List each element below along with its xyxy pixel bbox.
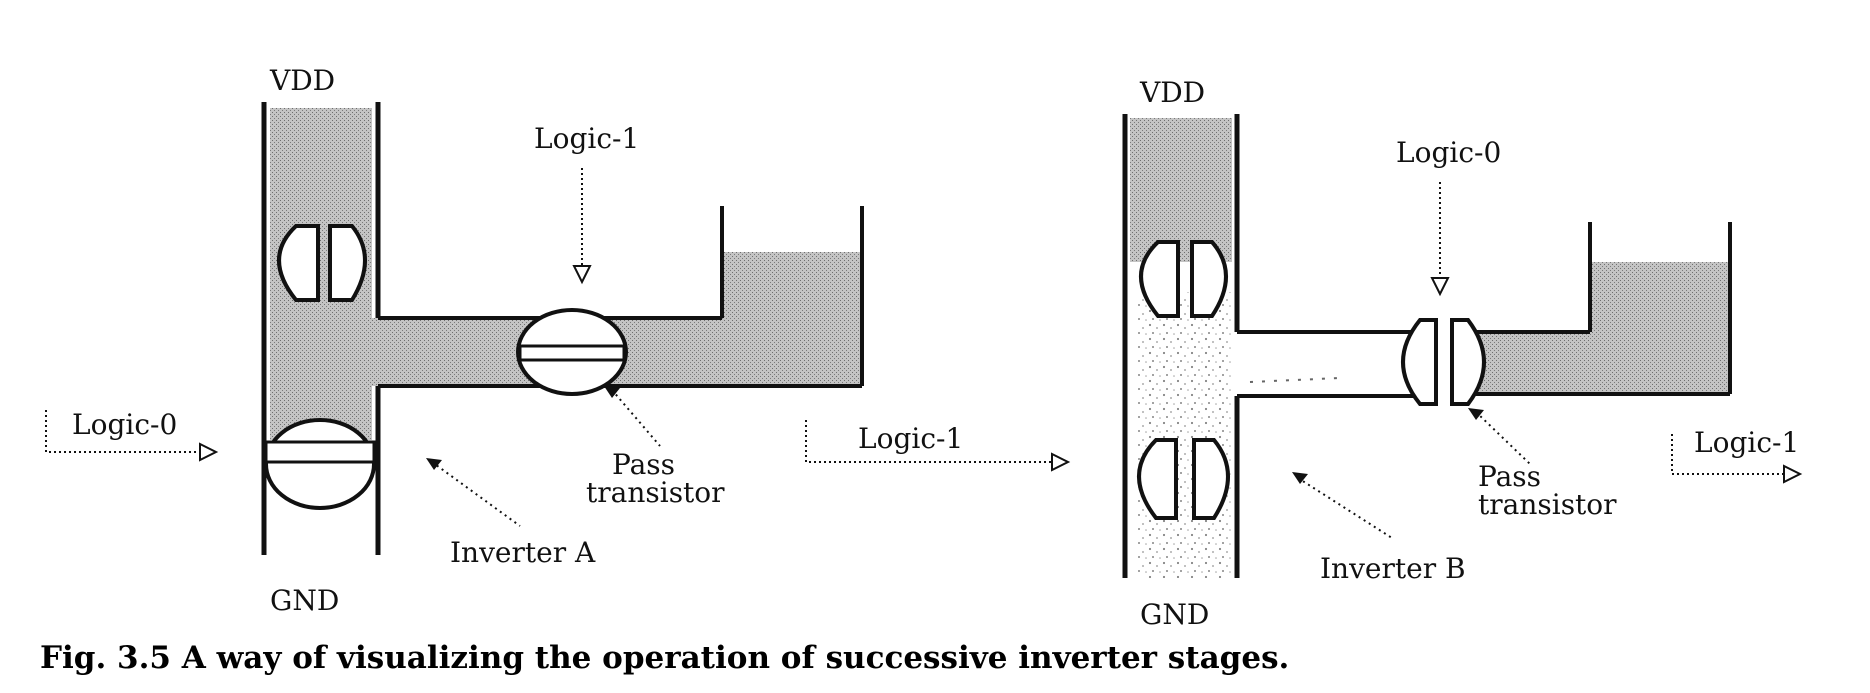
pass-label-1-b: Pass bbox=[1478, 460, 1541, 493]
gate-arrowhead-a bbox=[572, 265, 592, 285]
inverter-pointer-head-b bbox=[1292, 472, 1308, 484]
discharge-spray-b bbox=[1138, 292, 1232, 578]
pass-label-2-b: transistor bbox=[1478, 488, 1617, 521]
pullup-gate-left-b bbox=[1139, 240, 1180, 318]
vdd-label-b: VDD bbox=[1139, 76, 1205, 109]
vdd-label-a: VDD bbox=[269, 64, 335, 97]
figure-caption: Fig. 3.5 A way of visualizing the operat… bbox=[40, 640, 1289, 676]
inverter-pointer-a bbox=[431, 461, 521, 527]
pass-gate-bar-a bbox=[518, 344, 626, 362]
output-arrowhead-b bbox=[1783, 464, 1803, 484]
pullup-gate-left-a bbox=[277, 224, 320, 302]
pulldown-gate-a bbox=[264, 418, 376, 510]
output-arrow-b bbox=[1671, 434, 1784, 475]
pulldown-gate-left-b bbox=[1137, 438, 1178, 520]
inverter-label-b: Inverter B bbox=[1320, 552, 1466, 585]
channel-residue-b bbox=[1249, 377, 1341, 383]
pass-pointer-head-a bbox=[604, 386, 620, 398]
charge-fill-a bbox=[270, 108, 862, 440]
input-label-b: Logic-1 bbox=[858, 422, 963, 455]
pulldown-gate-bar-a bbox=[264, 440, 376, 464]
tank-fill-b bbox=[1468, 262, 1730, 394]
input-arrowhead-a bbox=[199, 442, 219, 462]
inverter-label-a: Inverter A bbox=[450, 536, 596, 569]
output-label-b: Logic-1 bbox=[1694, 426, 1799, 459]
pass-pointer-b bbox=[1475, 411, 1531, 465]
inverter-pointer-b bbox=[1297, 477, 1393, 539]
gate-arrowhead-b bbox=[1430, 277, 1450, 297]
pass-pointer-head-b bbox=[1468, 408, 1484, 420]
pass-pointer-a bbox=[611, 389, 661, 447]
pullup-gate-right-b bbox=[1190, 240, 1228, 318]
inverter-pointer-head-a bbox=[426, 458, 442, 470]
pullup-gate-right-a bbox=[328, 224, 367, 302]
input-arrowhead-b bbox=[1051, 452, 1071, 472]
charge-fill-b bbox=[1130, 118, 1232, 262]
input-label-a: Logic-0 bbox=[72, 408, 177, 441]
gnd-label-b: GND bbox=[1140, 598, 1209, 631]
inverter-b-system: VDD GND Logic-0 Logic-1 Logic-1 Pass tra… bbox=[805, 76, 1803, 631]
gnd-label-a: GND bbox=[270, 584, 339, 617]
input-arrow-a bbox=[45, 410, 200, 453]
inverter-a-system: VDD GND Logic-1 Logic-0 Pass transistor … bbox=[45, 64, 864, 617]
pass-gate-right-b bbox=[1450, 318, 1486, 406]
gate-input-label-a: Logic-1 bbox=[534, 122, 639, 155]
gate-input-label-b: Logic-0 bbox=[1396, 136, 1501, 169]
pass-label-1-a: Pass bbox=[612, 448, 675, 481]
pass-label-2-a: transistor bbox=[586, 476, 725, 509]
input-arrow-b bbox=[805, 420, 1052, 463]
pulldown-gate-right-b bbox=[1192, 438, 1230, 520]
pass-gate-left-b bbox=[1401, 318, 1438, 406]
